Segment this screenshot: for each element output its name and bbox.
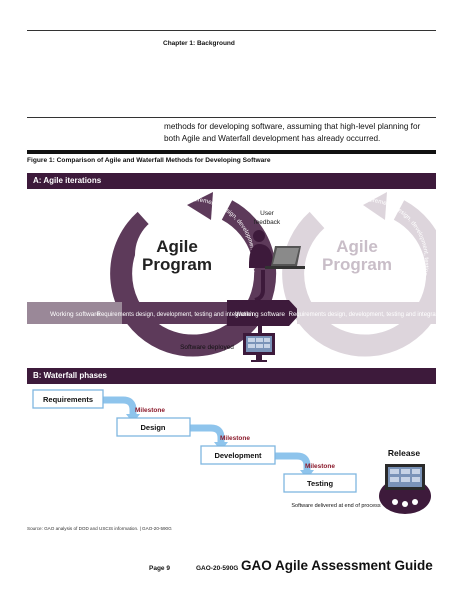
requirements-band-1 xyxy=(122,302,227,324)
section-a-heading: A: Agile iterations xyxy=(27,173,436,189)
phase-design-label: Design xyxy=(140,423,165,432)
phase-requirements-box xyxy=(32,389,104,409)
milestone-label-1: Milestone xyxy=(135,407,165,414)
phase-development-label: Development xyxy=(214,451,262,460)
software-deployed-label: Software deployed xyxy=(180,344,234,351)
agile-cycle-2 xyxy=(282,192,436,357)
working-software-left-label: Working software xyxy=(50,311,100,318)
agile-label-1: Agile xyxy=(156,237,198,256)
phase-development-box xyxy=(200,445,276,465)
header-rule xyxy=(27,30,436,31)
phase-testing-box xyxy=(283,473,357,493)
figure-title: Figure 1: Comparison of Agile and Waterf… xyxy=(27,157,271,164)
section-b-heading: B: Waterfall phases xyxy=(27,368,436,384)
working-software-band-left xyxy=(27,302,122,324)
release-label: Release xyxy=(388,448,420,458)
chapter-heading: Chapter 1: Background xyxy=(163,40,235,47)
figure-top-bar xyxy=(27,150,436,154)
program-label-2: Program xyxy=(322,255,392,274)
phase-requirements-label: Requirements xyxy=(43,395,93,404)
milestone-label-3: Milestone xyxy=(305,463,335,470)
waterfall-arrows xyxy=(103,396,311,470)
program-label-1: Program xyxy=(142,255,212,274)
working-software-arrow xyxy=(227,300,301,326)
phase-design-box xyxy=(116,417,191,437)
software-delivered-label: Software delivered at end of process xyxy=(291,503,381,509)
user-at-laptop-icon xyxy=(249,230,305,269)
requirements-band-label-2: Requirements design, development, testin… xyxy=(289,312,436,318)
report-title: GAO Agile Assessment Guide xyxy=(241,558,433,573)
source-note: Source: GAO analysis of DOD and USCIS in… xyxy=(27,526,172,531)
requirements-band-label-1: Requirements design, development, testin… xyxy=(97,312,254,318)
user-feedback-label-2: feedback xyxy=(254,219,281,226)
intro-paragraph: methods for developing software, assumin… xyxy=(164,122,421,143)
requirements-band-2 xyxy=(297,302,436,324)
working-software-mid-label: Working software xyxy=(235,311,285,318)
section-rule xyxy=(27,117,436,118)
monitor-icon xyxy=(243,333,275,362)
report-code: GAO-20-590G xyxy=(196,565,239,572)
waterfall-diagram: Requirements Design Development Testing … xyxy=(32,389,431,514)
agile-diagram: Agile Program Agile Program Requirements… xyxy=(27,190,436,362)
milestone-label-2: Milestone xyxy=(220,435,250,442)
release-monitor-icon xyxy=(379,464,431,514)
phase-testing-label: Testing xyxy=(307,479,334,488)
page-number: Page 9 xyxy=(149,565,170,572)
user-feedback-label-1: User xyxy=(260,210,275,217)
agile-label-2: Agile xyxy=(336,237,378,256)
